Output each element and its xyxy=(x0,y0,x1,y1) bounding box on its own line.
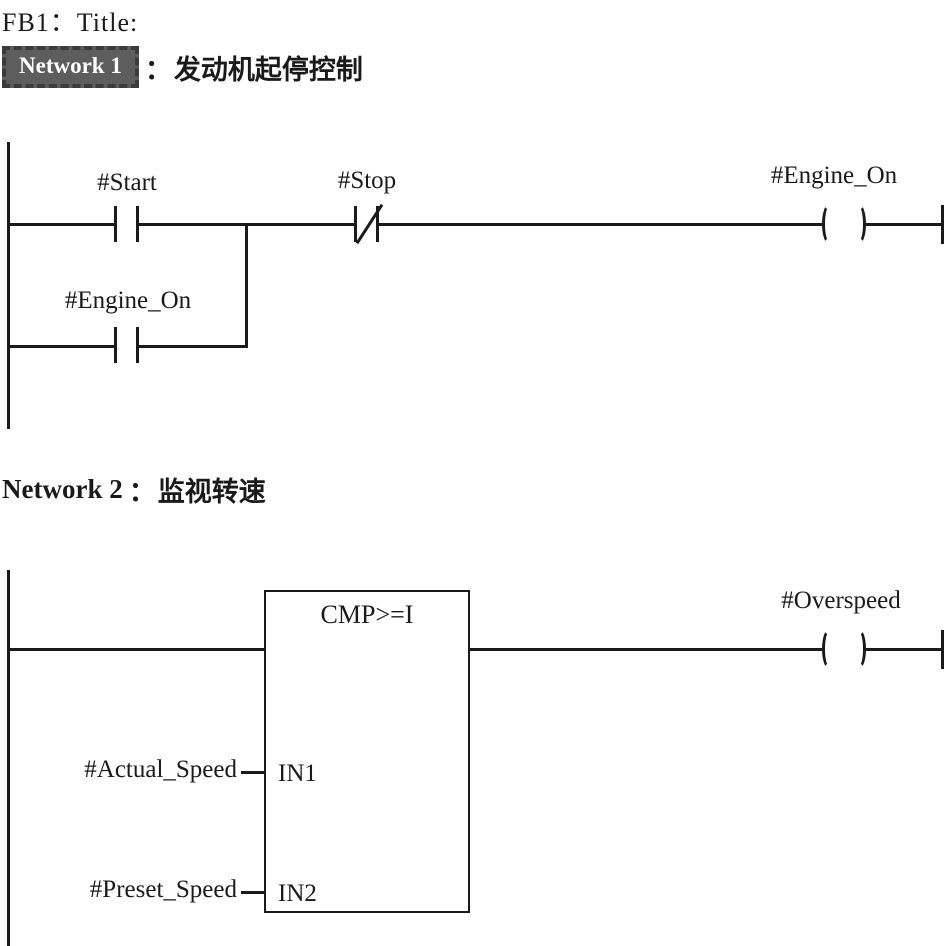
network1-rung-wire xyxy=(7,223,944,226)
seal-no-contact-icon[interactable] xyxy=(114,327,139,363)
actual-speed-operand-label[interactable]: #Actual_Speed xyxy=(84,756,237,783)
network1-title[interactable]: 发动机起停控制 xyxy=(173,54,363,85)
network1-right-rail-stub xyxy=(941,205,944,244)
in1-stub-wire xyxy=(241,771,264,774)
in2-pin-label: IN2 xyxy=(278,880,317,907)
coil-right-paren-icon xyxy=(852,629,866,669)
network1-label-chip[interactable]: Network 1 xyxy=(2,46,139,88)
fb-block-title: FB1：Title: xyxy=(2,8,139,37)
overspeed-coil-icon[interactable] xyxy=(822,627,866,671)
coil-left-paren-icon xyxy=(822,204,836,244)
stop-nc-contact-icon[interactable] xyxy=(354,203,384,245)
network2-left-power-rail xyxy=(7,570,10,946)
coil-left-paren-icon xyxy=(822,629,836,669)
engine-on-coil-operand-label[interactable]: #Engine_On xyxy=(770,162,898,189)
network2-title[interactable]: 监视转速 xyxy=(157,477,266,507)
network1-header: Network 1 ： 发动机起停控制 xyxy=(2,46,363,88)
network2-header: Network 2 ： 监视转速 xyxy=(2,470,266,509)
preset-speed-operand-label[interactable]: #Preset_Speed xyxy=(89,876,237,903)
network2-output-wire xyxy=(470,648,944,651)
start-no-contact-icon[interactable] xyxy=(114,206,139,242)
in1-pin-label: IN1 xyxy=(278,760,317,787)
coil-right-paren-icon xyxy=(852,204,866,244)
network1-separator: ： xyxy=(144,54,172,85)
seal-operand-label[interactable]: #Engine_On xyxy=(64,287,192,314)
engine-on-coil-icon[interactable] xyxy=(822,202,866,246)
network1-left-power-rail xyxy=(7,142,10,429)
compare-block[interactable]: CMP>=I IN1 IN2 xyxy=(264,590,470,913)
network1-branch-riser-wire xyxy=(245,223,248,348)
in2-stub-wire xyxy=(241,891,264,894)
start-operand-label[interactable]: #Start xyxy=(97,169,157,196)
network2-right-rail-stub xyxy=(941,630,944,669)
stop-operand-label[interactable]: #Stop xyxy=(337,167,397,194)
network2-input-wire xyxy=(7,648,264,651)
overspeed-coil-operand-label[interactable]: #Overspeed xyxy=(781,587,901,614)
network2-separator: ： xyxy=(128,477,156,507)
network2-label[interactable]: Network 2 xyxy=(2,474,123,504)
compare-block-title: CMP>=I xyxy=(320,600,414,629)
